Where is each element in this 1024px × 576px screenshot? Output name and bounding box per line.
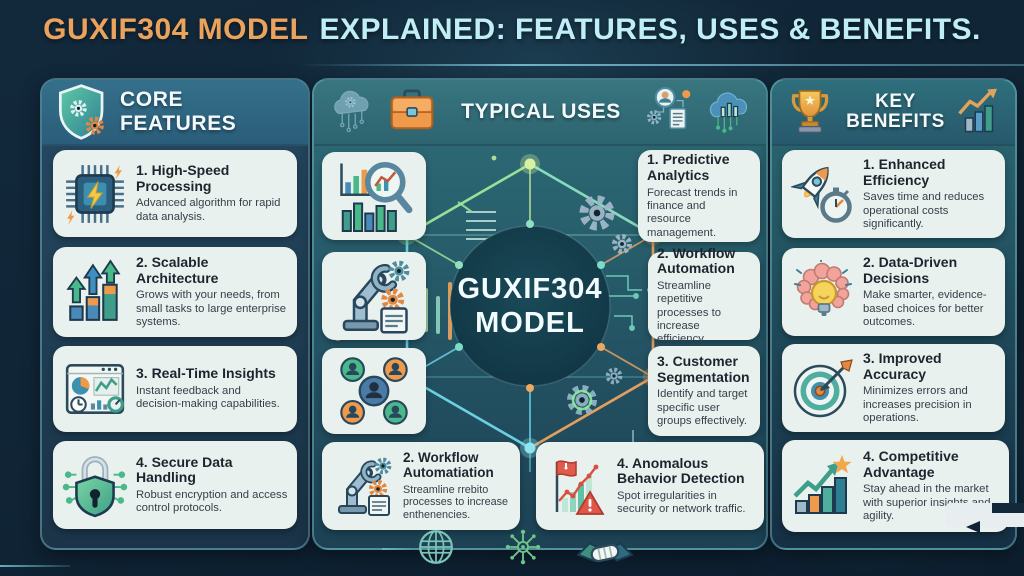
- card-desc: Saves time and reduces operational costs…: [863, 191, 985, 230]
- card-title: 4. Secure Data Handling: [136, 453, 233, 486]
- corner-notch: [992, 503, 1024, 513]
- typical-uses-title: TYPICAL USES: [461, 100, 621, 123]
- card-desc: Forecast trends in finance and resource …: [647, 186, 738, 239]
- card-desc: Advanced algorithm for rapid data analys…: [136, 197, 281, 223]
- card-text: 2. Data-Driven Decisions Make smarter, e…: [863, 253, 996, 329]
- card-title: 3. Customer Segmentation: [657, 352, 750, 385]
- card-desc: Minimizes errors and increases precision…: [863, 385, 972, 424]
- growth-chart-star-icon: [791, 454, 855, 518]
- key-benefits-panel: KEY BENEFITS 1. Enhanced Efficiency Save…: [770, 78, 1017, 550]
- robot-arm-icon: [331, 454, 395, 518]
- feature-card-scalable: 2. Scalable Architecture Grows with your…: [53, 247, 297, 337]
- card-title: 3. Real-Time Insights: [136, 365, 276, 382]
- dashboard-icon: [62, 356, 128, 422]
- target-arrow-icon: [791, 356, 855, 420]
- card-text: 3. Real-Time Insights Instant feedback a…: [136, 366, 288, 411]
- corner-arrow: [966, 521, 980, 533]
- card-title: 3. Improved Accuracy: [863, 349, 942, 382]
- use-icon-card-analytics: [322, 152, 426, 240]
- benefit-card-accuracy: 3. Improved Accuracy Minimizes errors an…: [782, 344, 1005, 432]
- card-text: 1. High-Speed Processing Advanced algori…: [136, 162, 288, 224]
- card-text: 4. Anomalous Behavior Detection Spot irr…: [617, 454, 755, 517]
- growth-arrows-icon: [62, 259, 128, 325]
- use-card-workflow-automation: 2. Workflow Automation Streamline repeti…: [648, 245, 760, 345]
- chart-magnifier-icon: [331, 156, 417, 236]
- anomaly-chart-icon: [545, 454, 609, 518]
- robot-arm-icon: [333, 256, 415, 336]
- card-title: 4. Competitive Advantage: [863, 447, 959, 480]
- page-title: GUXIF304 MODEL EXPLAINED: FEATURES, USES…: [0, 13, 1024, 47]
- card-desc: Streamline rrebito processes to increase…: [403, 483, 509, 521]
- people-network-icon: [335, 353, 413, 429]
- card-title: 1. High-Speed Processing: [136, 162, 230, 194]
- feature-card-secure: 4. Secure Data Handling Robust encryptio…: [53, 441, 297, 529]
- briefcase-icon: [386, 86, 438, 138]
- core-features-header: CORE FEATURES: [42, 80, 308, 146]
- core-features-panel: CORE FEATURES 1. High-Speed Processing A…: [40, 78, 310, 550]
- secure-lock-icon: [62, 452, 128, 518]
- user-gear-doc-icon: [644, 86, 696, 138]
- use-card-customer-segmentation: 3. Customer Segmentation Identify and ta…: [648, 346, 760, 436]
- key-benefits-header: KEY BENEFITS: [772, 80, 1015, 146]
- card-desc: Identify and target specific user groups…: [657, 388, 748, 427]
- use-card-anomalous-behavior: 4. Anomalous Behavior Detection Spot irr…: [536, 442, 764, 530]
- card-desc: Instant feedback and decision-making cap…: [136, 385, 280, 411]
- card-desc: Spot irregularities in security or netwo…: [617, 489, 746, 516]
- cloud-circuit-icon: [326, 86, 378, 138]
- card-text: 2. Workflow Automatiation Streamline rre…: [403, 450, 511, 521]
- globe-icon: [413, 524, 459, 570]
- trophy-icon: [784, 86, 836, 138]
- brain-bulb-icon: [791, 260, 855, 324]
- key-benefits-title: KEY BENEFITS: [846, 91, 945, 132]
- core-features-title: CORE FEATURES: [120, 88, 237, 135]
- card-text: 1. Predictive Analytics Forecast trends …: [647, 151, 751, 240]
- card-text: 1. Enhanced Efficiency Saves time and re…: [863, 155, 996, 231]
- card-title: 1. Predictive Analytics: [647, 151, 730, 183]
- handshake-icon: [574, 528, 636, 574]
- use-icon-card-people: [322, 348, 426, 434]
- center-model-line2: MODEL: [475, 307, 585, 339]
- typical-uses-panel: TYPICAL USES: [312, 78, 768, 550]
- feature-card-high-speed: 1. High-Speed Processing Advanced algori…: [53, 150, 297, 237]
- center-model-line1: GUXIF304: [458, 273, 603, 305]
- page-title-model: GUXIF304 MODEL: [43, 13, 309, 46]
- card-title: 2. Scalable Architecture: [136, 253, 219, 286]
- card-text: 2. Scalable Architecture Grows with your…: [136, 253, 288, 329]
- card-desc: Grows with your needs, from small tasks …: [136, 289, 287, 328]
- title-underline: [300, 64, 1024, 66]
- card-text: 3. Improved Accuracy Minimizes errors an…: [863, 349, 996, 425]
- card-title: 2. Data-Driven Decisions: [863, 253, 958, 286]
- cloud-chart-icon: [704, 87, 754, 137]
- chart-arrow-icon: [955, 88, 1003, 136]
- footer-connector-line: [382, 548, 410, 550]
- footer-accent-line: [0, 565, 70, 567]
- card-text: 4. Competitive Advantage Stay ahead in t…: [863, 447, 1000, 523]
- use-card-predictive-analytics: 1. Predictive Analytics Forecast trends …: [638, 150, 760, 242]
- card-title: 2. Workflow Automatiation: [403, 450, 494, 481]
- network-hub-icon: [500, 524, 546, 570]
- card-title: 4. Anomalous Behavior Detection: [617, 454, 745, 487]
- card-text: 2. Workflow Automation Streamline repeti…: [657, 244, 751, 347]
- chip-lightning-icon: [62, 161, 128, 227]
- card-desc: Make smarter, evidence-based choices for…: [863, 289, 987, 328]
- card-title: 2. Workflow Automation: [657, 244, 736, 277]
- use-card-workflow-automatiation: 2. Workflow Automatiation Streamline rre…: [322, 442, 520, 530]
- card-text: 3. Customer Segmentation Identify and ta…: [657, 352, 751, 428]
- shield-gear-icon: [54, 83, 112, 141]
- card-desc: Streamline repetitive processes to incre…: [657, 279, 722, 346]
- card-text: 4. Secure Data Handling Robust encryptio…: [136, 453, 288, 516]
- use-icon-card-robot: [322, 252, 426, 340]
- card-title: 1. Enhanced Efficiency: [863, 155, 946, 188]
- feature-card-insights: 3. Real-Time Insights Instant feedback a…: [53, 346, 297, 432]
- typical-uses-header: TYPICAL USES: [314, 80, 766, 146]
- benefit-card-decisions: 2. Data-Driven Decisions Make smarter, e…: [782, 248, 1005, 336]
- page-title-rest: EXPLAINED: FEATURES, USES & BENEFITS.: [319, 13, 981, 46]
- rocket-stopwatch-icon: [791, 162, 855, 226]
- benefit-card-efficiency: 1. Enhanced Efficiency Saves time and re…: [782, 150, 1005, 238]
- card-desc: Robust encryption and access control pro…: [136, 488, 288, 515]
